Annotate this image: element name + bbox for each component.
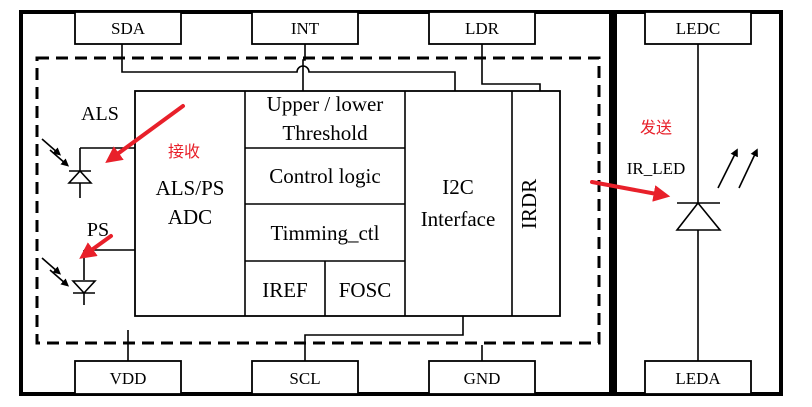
pin-vdd bbox=[74, 360, 182, 395]
pin-vdd-label: VDD bbox=[110, 369, 147, 388]
receive-arrow-ps bbox=[79, 234, 113, 259]
ps-label: PS bbox=[87, 219, 109, 241]
iref-label: IREF bbox=[262, 278, 308, 302]
pin-ledc bbox=[644, 11, 752, 45]
pin-ldr bbox=[428, 11, 536, 45]
ps-light-arrow-2 bbox=[49, 269, 70, 287]
sda-wire bbox=[121, 44, 456, 91]
pin-scl bbox=[251, 360, 359, 395]
die-boundary bbox=[35, 56, 601, 345]
control-logic-label: Control logic bbox=[269, 164, 380, 188]
pin-leda-label: LEDA bbox=[675, 369, 721, 388]
threshold-label-2: Threshold bbox=[282, 121, 368, 145]
ps-diode-icon bbox=[71, 280, 97, 305]
pin-sda-label: SDA bbox=[111, 19, 146, 38]
pin-ledc-label: LEDC bbox=[676, 19, 720, 38]
send-label: 发送 bbox=[640, 118, 672, 137]
ir-emit-arrow-1 bbox=[717, 148, 738, 189]
scl-wire bbox=[304, 316, 464, 361]
int-wire bbox=[302, 44, 306, 91]
ldr-wire bbox=[481, 44, 541, 91]
threshold-label-1: Upper / lower bbox=[267, 92, 384, 116]
pin-leda bbox=[644, 360, 752, 395]
send-arrow bbox=[590, 180, 671, 202]
irdr-label: IRDR bbox=[517, 179, 541, 229]
ir-led-icon bbox=[675, 201, 722, 231]
ps-light-arrow-1 bbox=[41, 257, 62, 275]
pin-int-label: INT bbox=[291, 19, 320, 38]
als-label: ALS bbox=[81, 103, 119, 125]
i2c-label-1: I2C bbox=[442, 175, 474, 199]
pin-scl-label: SCL bbox=[289, 369, 320, 388]
pin-ldr-label: LDR bbox=[465, 19, 500, 38]
als-light-arrow-1 bbox=[41, 138, 62, 156]
als-diode-icon bbox=[67, 169, 93, 198]
receive-arrow-als bbox=[105, 104, 185, 163]
fosc-label: FOSC bbox=[339, 278, 392, 302]
pin-gnd-label: GND bbox=[464, 369, 501, 388]
pin-sda bbox=[74, 11, 182, 45]
adc-label-1: ALS/PS bbox=[156, 176, 225, 200]
receive-label: 接收 bbox=[168, 142, 200, 161]
adc-label-2: ADC bbox=[168, 205, 212, 229]
als-light-arrow-2 bbox=[49, 149, 70, 167]
timing-ctl-label: Timming_ctl bbox=[271, 221, 380, 245]
ir-led-label: IR_LED bbox=[627, 159, 686, 178]
i2c-label-2: Interface bbox=[421, 207, 496, 231]
ir-emit-arrow-2 bbox=[738, 148, 758, 189]
